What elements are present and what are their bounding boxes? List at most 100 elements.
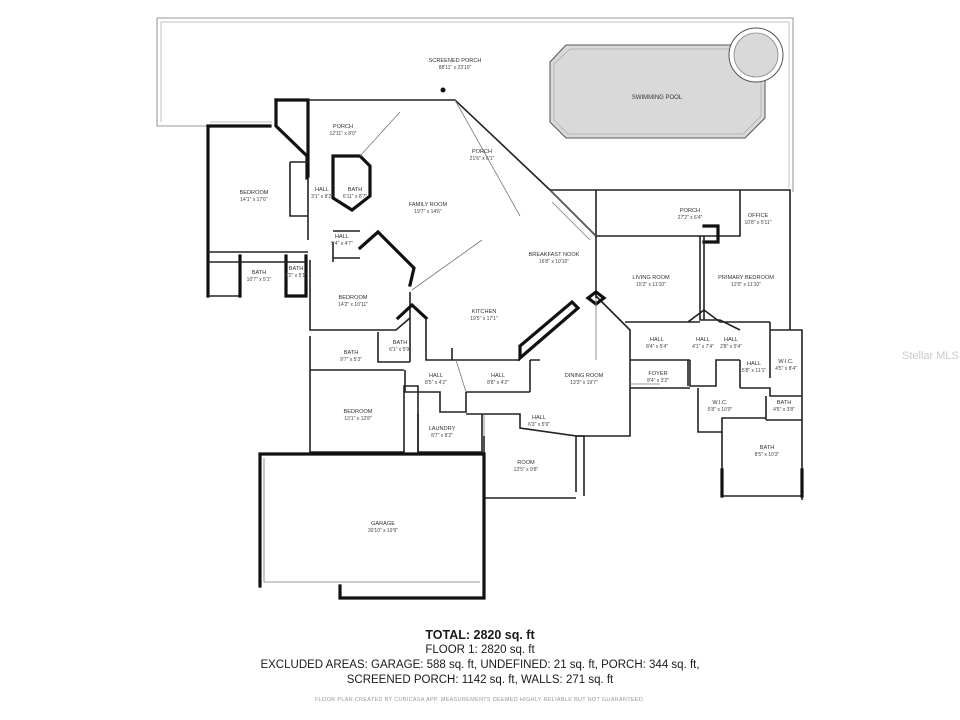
svg-text:5'8" x 11'1": 5'8" x 11'1" [742, 368, 766, 374]
svg-text:4'5" x 3'8": 4'5" x 3'8" [773, 407, 795, 413]
floor-area: FLOOR 1: 2820 sq. ft [425, 644, 535, 656]
svg-text:5'8" x 10'0": 5'8" x 10'0" [708, 407, 733, 413]
total-area: TOTAL: 2820 sq. ft [425, 628, 535, 642]
svg-text:BATH: BATH [348, 187, 363, 193]
svg-text:FOYER: FOYER [648, 371, 667, 377]
svg-text:SWIMMING POOL: SWIMMING POOL [632, 95, 683, 101]
svg-text:KITCHEN: KITCHEN [472, 309, 497, 315]
svg-text:3'1" x 8'2": 3'1" x 8'2" [311, 194, 333, 200]
svg-text:13'1" x 12'8": 13'1" x 12'8" [344, 416, 372, 422]
svg-text:HALL: HALL [724, 337, 738, 343]
svg-text:27'2" x 6'4": 27'2" x 6'4" [678, 215, 703, 221]
svg-text:OFFICE: OFFICE [748, 213, 769, 219]
svg-text:6'11" x 8'7": 6'11" x 8'7" [343, 194, 367, 200]
walls [206, 98, 804, 600]
excluded-areas-line-1: EXCLUDED AREAS: GARAGE: 588 sq. ft, UNDE… [260, 659, 700, 671]
svg-text:14'1" x 17'6": 14'1" x 17'6" [240, 197, 268, 203]
svg-text:BATH: BATH [777, 400, 792, 406]
svg-text:BATH: BATH [289, 266, 304, 272]
svg-text:30'10" x 19'9": 30'10" x 19'9" [368, 528, 398, 534]
svg-text:HALL: HALL [532, 415, 546, 421]
svg-text:2'8" x 5'4": 2'8" x 5'4" [720, 344, 742, 350]
svg-text:14'2" x 10'11": 14'2" x 10'11" [338, 302, 368, 308]
svg-text:BEDROOM: BEDROOM [240, 190, 269, 196]
svg-text:HALL: HALL [315, 187, 329, 193]
svg-text:ROOM: ROOM [517, 460, 535, 466]
svg-text:10'7" x 5'1": 10'7" x 5'1" [247, 277, 272, 283]
watermark-text: Stellar MLS [902, 350, 959, 362]
area-summary: TOTAL: 2820 sq. ft FLOOR 1: 2820 sq. ft … [0, 628, 960, 688]
svg-text:PRIMARY BEDROOM: PRIMARY BEDROOM [718, 275, 774, 281]
disclaimer: FLOOR PLAN CREATED BY CUBICASA APP. MEAS… [315, 697, 645, 703]
svg-text:21'6" x 6'1": 21'6" x 6'1" [470, 156, 495, 162]
svg-text:LAUNDRY: LAUNDRY [429, 426, 456, 432]
svg-text:19'7" x 14'6": 19'7" x 14'6" [414, 209, 442, 215]
svg-text:HALL: HALL [491, 373, 505, 379]
svg-text:9'4" x 4'7": 9'4" x 4'7" [331, 241, 353, 247]
svg-text:SCREENED PORCH: SCREENED PORCH [429, 58, 482, 64]
svg-text:BATH: BATH [344, 350, 359, 356]
openings [359, 99, 660, 436]
svg-text:GARAGE: GARAGE [371, 521, 395, 527]
svg-text:12'11" x 8'0": 12'11" x 8'0" [329, 131, 356, 137]
svg-text:8'4" x 5'4": 8'4" x 5'4" [646, 344, 668, 350]
svg-text:W.I.C.: W.I.C. [778, 359, 794, 365]
svg-text:8'5" x 4'2": 8'5" x 4'2" [425, 380, 447, 386]
svg-text:BATH: BATH [760, 445, 775, 451]
svg-text:12'5" x 9'8": 12'5" x 9'8" [514, 467, 539, 473]
svg-text:4'1" x 7'4": 4'1" x 7'4" [692, 344, 714, 350]
svg-text:6'3" x 5'9": 6'3" x 5'9" [528, 422, 550, 428]
room-swimming-pool: SWIMMING POOL [632, 95, 683, 101]
svg-text:10'8" x 5'11": 10'8" x 5'11" [744, 220, 771, 226]
room-wic-2: W.I.C.5'8" x 10'0" [708, 400, 733, 413]
svg-text:LIVING ROOM: LIVING ROOM [632, 275, 670, 281]
svg-text:W.I.C.: W.I.C. [712, 400, 728, 406]
svg-text:HALL: HALL [696, 337, 710, 343]
svg-text:HALL: HALL [429, 373, 443, 379]
svg-text:8'8" x 4'2": 8'8" x 4'2" [487, 380, 509, 386]
swimming-pool [549, 27, 784, 139]
svg-text:FAMILY ROOM: FAMILY ROOM [409, 202, 448, 208]
screened-porch-outline [156, 17, 794, 192]
svg-text:4'2" x 5'1": 4'2" x 5'1" [285, 273, 307, 279]
room-wic-1: W.I.C.4'5" x 8'4" [775, 359, 797, 372]
svg-text:19'5" x 17'1": 19'5" x 17'1" [470, 316, 498, 322]
svg-text:BATH: BATH [393, 340, 408, 346]
svg-text:HALL: HALL [335, 234, 349, 240]
svg-text:8'7" x 8'2": 8'7" x 8'2" [431, 433, 453, 439]
svg-text:DINING ROOM: DINING ROOM [565, 373, 604, 379]
svg-text:8'5" x 10'3": 8'5" x 10'3" [755, 452, 780, 458]
svg-text:HALL: HALL [747, 361, 761, 367]
svg-text:16'8" x 10'10": 16'8" x 10'10" [539, 259, 569, 265]
svg-text:BEDROOM: BEDROOM [344, 409, 373, 415]
svg-text:BEDROOM: BEDROOM [339, 295, 368, 301]
svg-text:PORCH: PORCH [472, 149, 492, 155]
excluded-areas-line-2: SCREENED PORCH: 1142 sq. ft, WALLS: 271 … [346, 674, 614, 686]
